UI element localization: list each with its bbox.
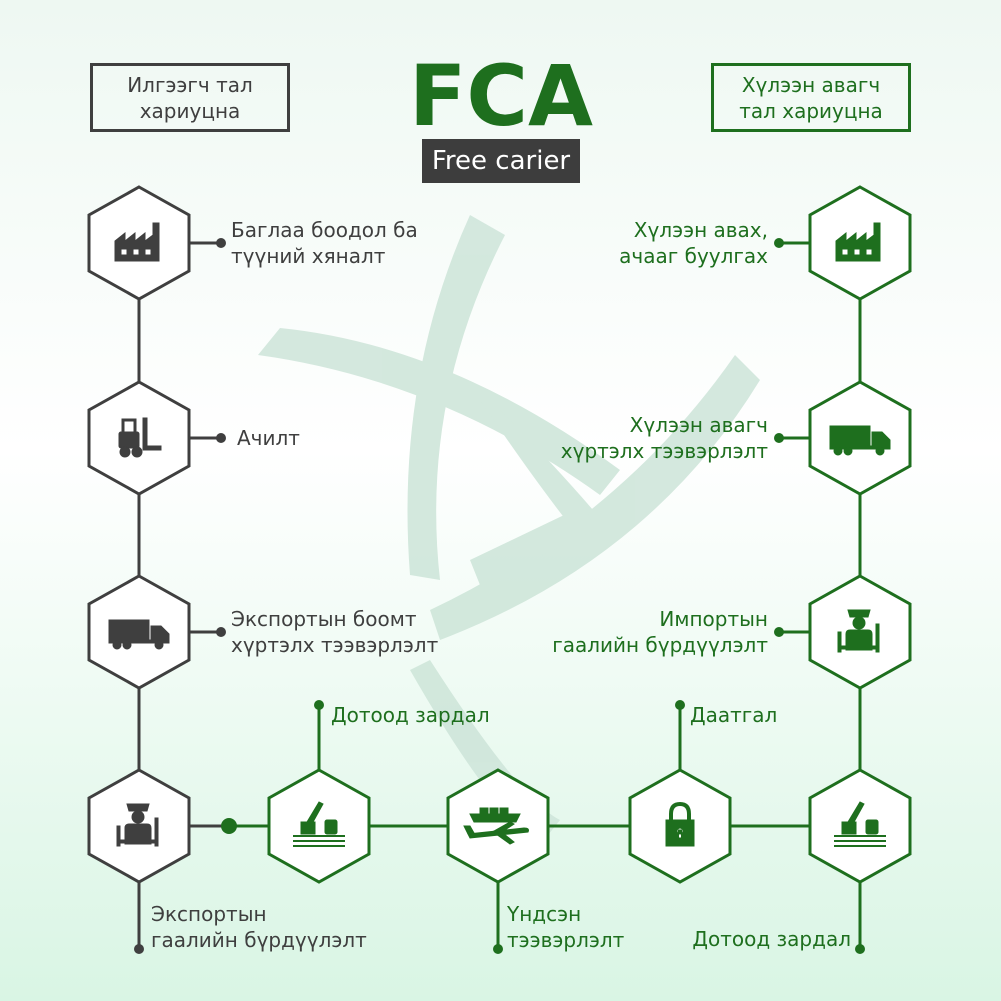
buyer-responsibility-label: Хүлээн авагч тал хариуцна	[739, 72, 883, 123]
buyer-responsibility-box: Хүлээн авагч тал хариуцна	[711, 63, 911, 132]
bottom-hex-3	[628, 768, 732, 884]
seller-dots	[134, 238, 226, 954]
seller-responsibility-label: Илгээгч тал хариуцна	[127, 72, 253, 123]
seller-label-packaging: Баглаа боодол ба түүний хяналт	[231, 218, 418, 268]
seller-responsibility-box: Илгээгч тал хариуцна	[90, 63, 290, 132]
buyer-hex-1	[808, 185, 912, 301]
seller-connectors	[137, 241, 230, 948]
buyer-label-receiving: Хүлээн авах, ачааг буулгах	[619, 218, 768, 268]
bottom-label-main-carriage: Үндсэн тээвэрлэлт	[507, 902, 625, 952]
seller-label-loading: Ачилт	[237, 426, 300, 450]
seller-hex-2	[87, 380, 191, 496]
seller-hex-4	[87, 768, 191, 884]
seller-label-export-transport: Экспортын боомт хүртэлх тээвэрлэлт	[231, 607, 439, 657]
page-subtitle: Free carier	[422, 139, 580, 183]
seller-hex-1	[87, 185, 191, 301]
bottom-hex-1	[267, 768, 371, 884]
bottom-label-internal-costs: Дотоод зардал	[331, 703, 490, 727]
buyer-dots	[221, 238, 865, 954]
buyer-label-internal-costs: Дотоод зардал	[692, 927, 851, 951]
page-title: FCA	[408, 47, 594, 145]
buyer-label-transport: Хүлээн авагч хүртэлх тээвэрлэлт	[560, 413, 768, 463]
buyer-label-import-customs: Импортын гаалийн бүрдүүлэлт	[552, 607, 768, 657]
bottom-label-insurance: Даатгал	[690, 703, 778, 727]
bottom-hex-2	[446, 768, 550, 884]
buyer-hex-4	[808, 768, 912, 884]
watermark-logo	[258, 215, 760, 845]
buyer-hex-2	[808, 380, 912, 496]
seller-label-export-customs: Экспортын гаалийн бүрдүүлэлт	[151, 902, 367, 952]
buyer-connectors	[230, 241, 862, 948]
seller-hex-3	[87, 574, 191, 690]
buyer-hex-3	[808, 574, 912, 690]
